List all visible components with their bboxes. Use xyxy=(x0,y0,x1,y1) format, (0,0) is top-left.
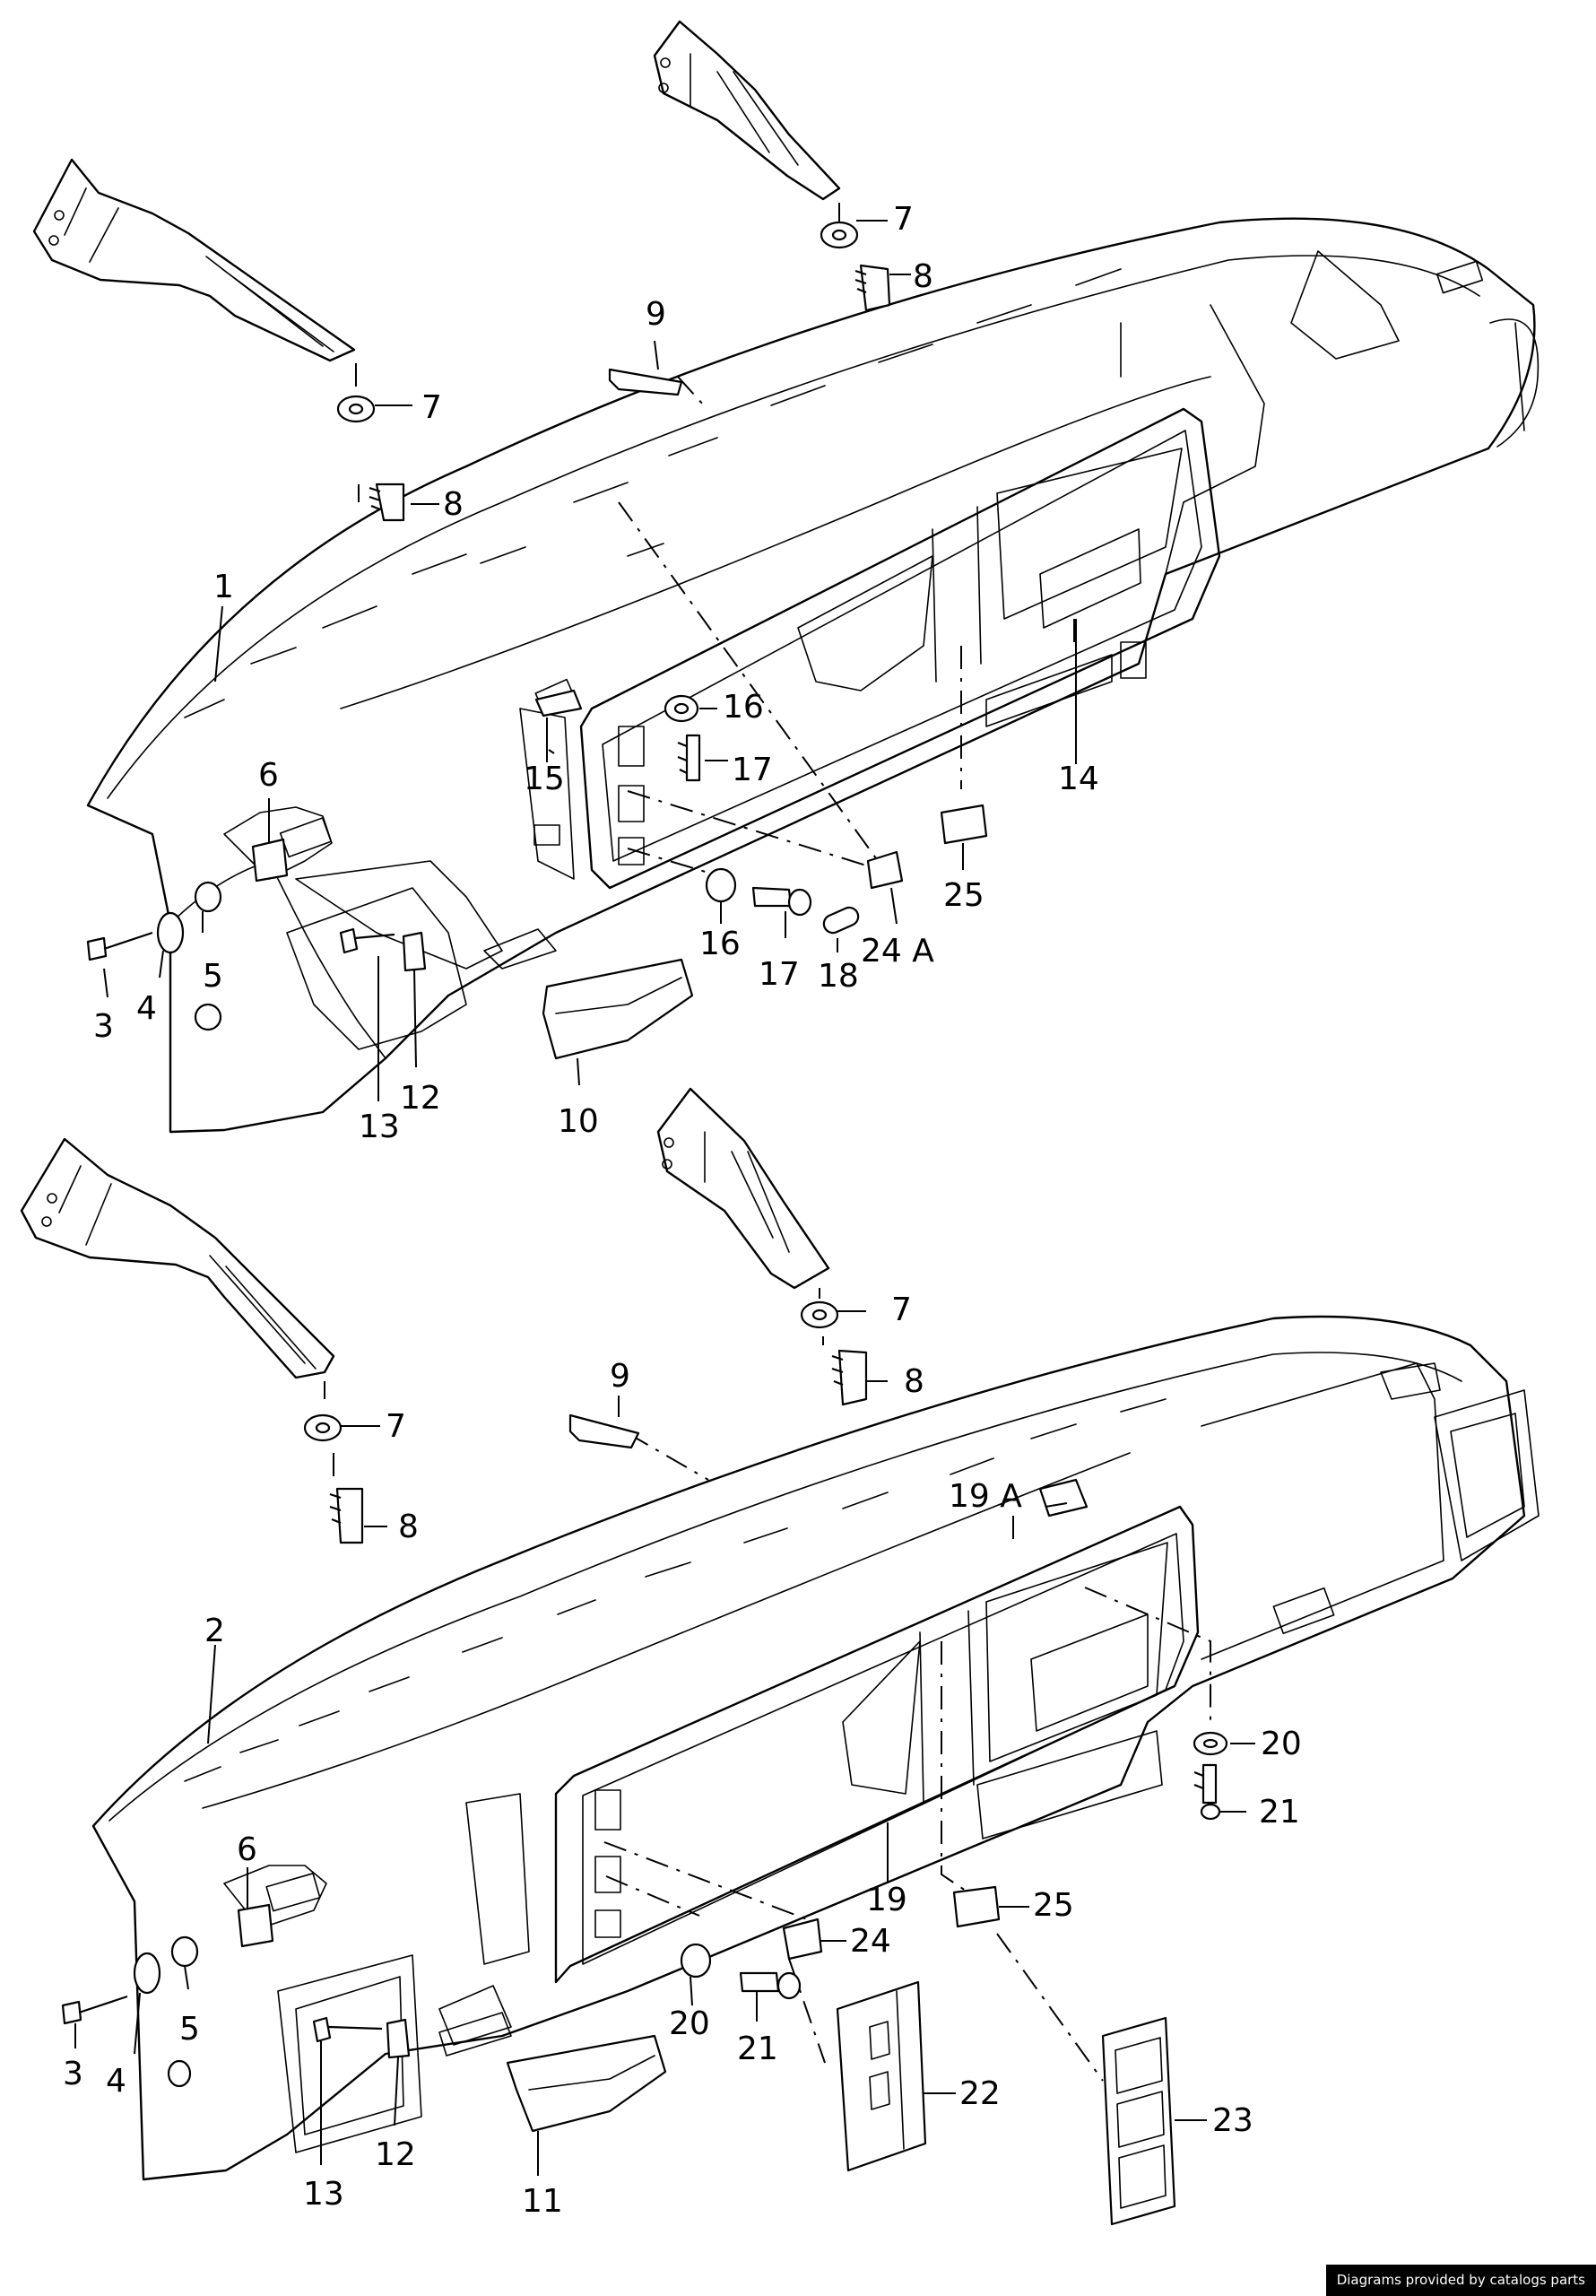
callout-9: 9 xyxy=(610,1358,630,1395)
callout-17a: 17 xyxy=(732,752,773,788)
callout-6: 6 xyxy=(258,757,279,794)
callout-24a: 24 A xyxy=(861,933,934,970)
callout-12: 12 xyxy=(375,2136,416,2173)
callout-15: 15 xyxy=(524,761,565,797)
callout-19a: 19 A xyxy=(949,1478,1022,1515)
callout-5: 5 xyxy=(179,2011,200,2048)
callout-20b: 20 xyxy=(669,2005,710,2042)
callout-25: 25 xyxy=(943,877,984,914)
callout-23: 23 xyxy=(1212,2102,1253,2139)
callout-5: 5 xyxy=(203,958,223,995)
callout-13: 13 xyxy=(303,2176,344,2213)
callout-10: 10 xyxy=(558,1103,599,1140)
dashboard-panel-1 xyxy=(86,217,1540,1134)
left-bracket-lower xyxy=(20,1137,335,1379)
callout-4: 4 xyxy=(136,990,157,1027)
callout-12: 12 xyxy=(400,1080,441,1117)
callout-17b: 17 xyxy=(759,956,800,993)
callout-19: 19 xyxy=(866,1882,907,1918)
callout-20a: 20 xyxy=(1261,1726,1302,1762)
leader-lines-lower xyxy=(74,1310,1255,2176)
callout-8b: 8 xyxy=(904,1363,924,1400)
callout-22: 22 xyxy=(959,2075,1001,2112)
callout-13: 13 xyxy=(359,1109,400,1145)
callout-16b: 16 xyxy=(699,926,741,962)
callout-8b: 8 xyxy=(913,258,933,295)
callout-7a: 7 xyxy=(386,1408,406,1445)
callout-1: 1 xyxy=(213,569,234,605)
callout-14: 14 xyxy=(1058,761,1099,797)
callout-25: 25 xyxy=(1033,1887,1074,1924)
callouts-lower: 2 7 7 8 8 9 19 A 20 21 6 19 24 25 3 4 5 … xyxy=(63,1292,1302,2220)
left-bracket-upper xyxy=(32,158,356,362)
callout-6: 6 xyxy=(237,1831,257,1868)
callout-21a: 21 xyxy=(1259,1794,1300,1831)
callout-2: 2 xyxy=(204,1613,225,1649)
callout-7a: 7 xyxy=(421,389,442,426)
callout-7b: 7 xyxy=(891,1292,912,1328)
callout-24: 24 xyxy=(850,1923,891,1960)
callout-3: 3 xyxy=(63,2056,83,2092)
fastener-parts-lower xyxy=(61,1300,1228,2226)
leader-lines-upper xyxy=(103,220,1077,1101)
upper-assembly: 1 7 7 8 8 9 6 3 4 5 13 12 10 15 16 17 16… xyxy=(32,20,1540,1145)
right-bracket-upper xyxy=(653,20,841,201)
callout-3: 3 xyxy=(93,1008,114,1045)
callout-8a: 8 xyxy=(443,486,464,523)
callouts-upper: 1 7 7 8 8 9 6 3 4 5 13 12 10 15 16 17 16… xyxy=(93,201,1099,1145)
callout-16a: 16 xyxy=(723,689,764,726)
callout-18: 18 xyxy=(818,958,859,995)
lower-assembly: 2 7 7 8 8 9 19 A 20 21 6 19 24 25 3 4 5 … xyxy=(20,1087,1540,2226)
right-bracket-lower xyxy=(656,1087,830,1290)
callout-9: 9 xyxy=(646,296,666,333)
credit-badge: Diagrams provided by catalogs parts xyxy=(1325,2265,1596,2296)
callout-21b: 21 xyxy=(737,2031,778,2067)
callout-4: 4 xyxy=(106,2063,126,2100)
dashboard-panel-2 xyxy=(91,1315,1540,2181)
callout-7b: 7 xyxy=(893,201,914,238)
callout-11: 11 xyxy=(522,2183,563,2220)
fastener-parts-upper xyxy=(86,221,988,1060)
callout-8a: 8 xyxy=(398,1509,419,1545)
